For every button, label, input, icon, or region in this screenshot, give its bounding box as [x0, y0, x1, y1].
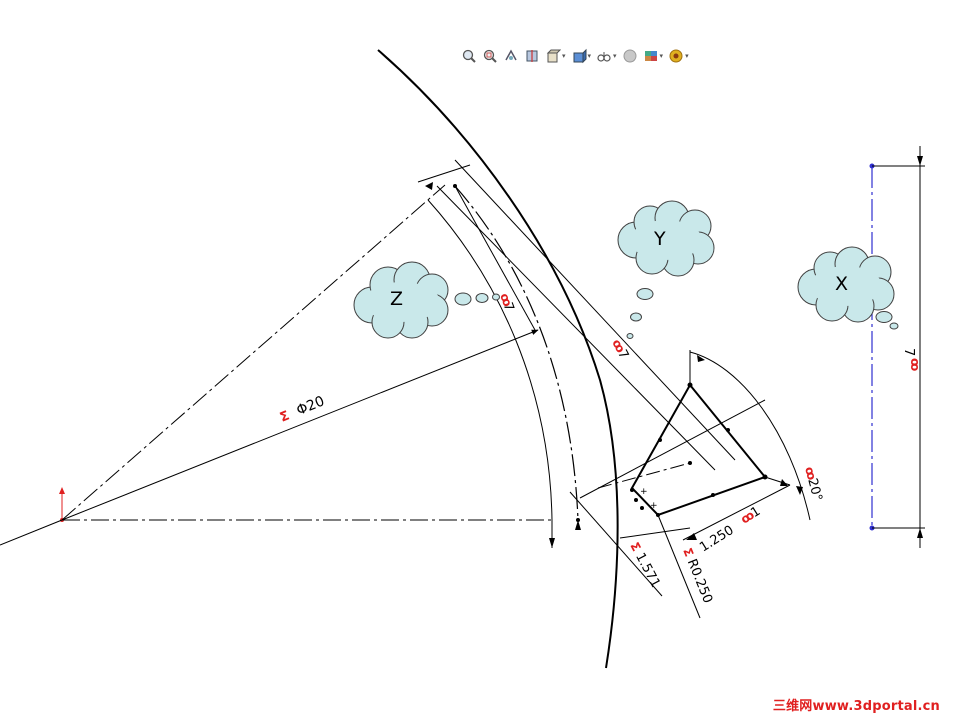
dimension-line-1[interactable] — [682, 484, 791, 541]
callout-cloud-x: X — [797, 246, 899, 330]
centerline-upper[interactable] — [61, 184, 446, 521]
dimension-7-right-label[interactable]: 7 ꝏ — [901, 348, 922, 371]
centerline-tooth — [597, 462, 691, 489]
extension-line — [764, 476, 791, 486]
dimension-value: R0.250 — [684, 557, 715, 606]
sketch-point[interactable] — [711, 493, 715, 497]
dimension-arrow-icon — [549, 538, 555, 548]
display-style-button[interactable]: ▾ — [570, 47, 593, 65]
dimension-arrow-icon — [686, 533, 697, 540]
relation-sigma-icon: Σ — [278, 408, 292, 425]
watermark-cn-text: 三维网 — [772, 699, 813, 714]
extension-line — [569, 491, 663, 597]
sketch-point[interactable] — [640, 506, 644, 510]
previous-view-icon — [505, 49, 517, 61]
callout-cloud-z: Z — [353, 261, 500, 339]
dimension-extension-long — [454, 159, 736, 461]
diameter-value: 20 — [304, 393, 327, 415]
display-style-icon — [573, 48, 587, 64]
view-settings-icon — [669, 49, 683, 63]
sketch-point[interactable] — [634, 498, 638, 502]
dimension-arrow-icon — [697, 355, 705, 362]
relation-icon: ꝏ — [738, 508, 757, 527]
dimension-value: 7 — [901, 348, 916, 356]
zoom-to-fit-button[interactable] — [460, 47, 478, 65]
relation-sigma-icon: Σ — [680, 546, 696, 559]
callout-label-x: X — [835, 273, 848, 295]
dimension-r0-250-label[interactable]: Σ R0.250 — [679, 546, 715, 606]
relation-icon: ꝏ — [609, 337, 628, 355]
watermark-url-text: www.3dportal.cn — [812, 699, 940, 714]
hide-show-items-button[interactable]: ▾ — [595, 47, 618, 65]
relation-icon: ꝏ — [802, 465, 819, 481]
apply-scene-icon — [644, 51, 657, 61]
sketch-point[interactable] — [658, 438, 662, 442]
section-view-button[interactable] — [523, 47, 541, 65]
tooth-profile[interactable] — [630, 383, 767, 517]
chevron-down-icon: ▾ — [587, 52, 592, 60]
relation-icon: ꝏ — [908, 358, 922, 371]
dimension-arrow-icon — [575, 520, 581, 530]
chevron-down-icon: ▾ — [613, 52, 617, 60]
dimension-arrow-icon — [425, 182, 433, 190]
view-orientation-button[interactable]: ▾ — [544, 47, 567, 65]
callout-label-y: Y — [653, 228, 666, 250]
outer-arc-curve[interactable] — [377, 49, 619, 669]
dimension-arrow-icon — [917, 528, 923, 538]
callout-cloud-y: Y — [617, 200, 715, 339]
cross-mark-icon: + — [650, 501, 658, 511]
dimension-arrow-icon — [780, 479, 788, 486]
dimension-line-7-inner[interactable] — [454, 185, 536, 331]
inner-arc-2[interactable] — [454, 185, 579, 521]
sketch-point[interactable] — [630, 488, 634, 492]
extension-line — [657, 514, 701, 619]
dimension-7-inner-label[interactable]: ꝏ 7 — [496, 291, 516, 313]
view-settings-button[interactable]: ▾ — [667, 47, 690, 65]
dimension-1-label[interactable]: ꝏ 1 — [738, 504, 763, 527]
dimension-value: 1.571 — [632, 550, 663, 590]
sketch-point[interactable] — [576, 518, 580, 522]
inner-arc-1[interactable] — [427, 199, 553, 521]
apply-scene-button[interactable]: ▾ — [642, 47, 665, 65]
zoom-to-fit-icon — [462, 49, 476, 63]
hide-show-items-icon — [597, 52, 611, 62]
sketch-point[interactable] — [726, 428, 730, 432]
dimension-7-mid-label[interactable]: ꝏ 7 — [608, 337, 631, 362]
section-view-icon — [526, 50, 538, 62]
dimension-arrow-icon — [917, 156, 923, 166]
previous-view-button[interactable] — [502, 47, 520, 65]
zoom-to-area-icon — [483, 49, 497, 63]
construction-line — [579, 399, 766, 499]
cross-mark-icon: + — [640, 487, 648, 497]
chevron-down-icon: ▾ — [659, 52, 664, 60]
chevron-down-icon: ▾ — [685, 52, 689, 60]
edit-appearance-button[interactable] — [621, 47, 639, 65]
dimension-20deg-label[interactable]: ꝏ 20° — [801, 465, 825, 503]
dimension-value: 1.250 — [697, 523, 737, 555]
relation-icon: ꝏ — [497, 291, 515, 308]
angle-dimension-arc[interactable] — [689, 351, 811, 521]
site-watermark: 三维网www.3dportal.cn — [773, 695, 940, 714]
dimension-line — [619, 527, 691, 539]
edit-appearance-icon — [623, 49, 637, 63]
zoom-to-area-button[interactable] — [481, 47, 499, 65]
view-orientation-icon — [546, 49, 561, 63]
chevron-down-icon: ▾ — [562, 52, 566, 60]
dimension-arrow-icon — [796, 486, 803, 495]
diameter-dimension-label[interactable]: Σ Φ 20 — [278, 393, 327, 425]
heads-up-view-toolbar: ▾ ▾ ▾ ▾ ▾ — [460, 46, 690, 66]
dimension-1-571-label[interactable]: Σ 1.571 — [626, 540, 662, 590]
dimension-value: 20° — [804, 477, 824, 503]
origin-marker — [59, 487, 78, 522]
diameter-dimension-line[interactable] — [61, 329, 539, 521]
extension-line — [417, 164, 471, 183]
dimension-1-250-label[interactable]: 1.250 — [697, 523, 737, 555]
axis-line-lower[interactable] — [0, 519, 63, 546]
callout-label-z: Z — [390, 288, 403, 310]
